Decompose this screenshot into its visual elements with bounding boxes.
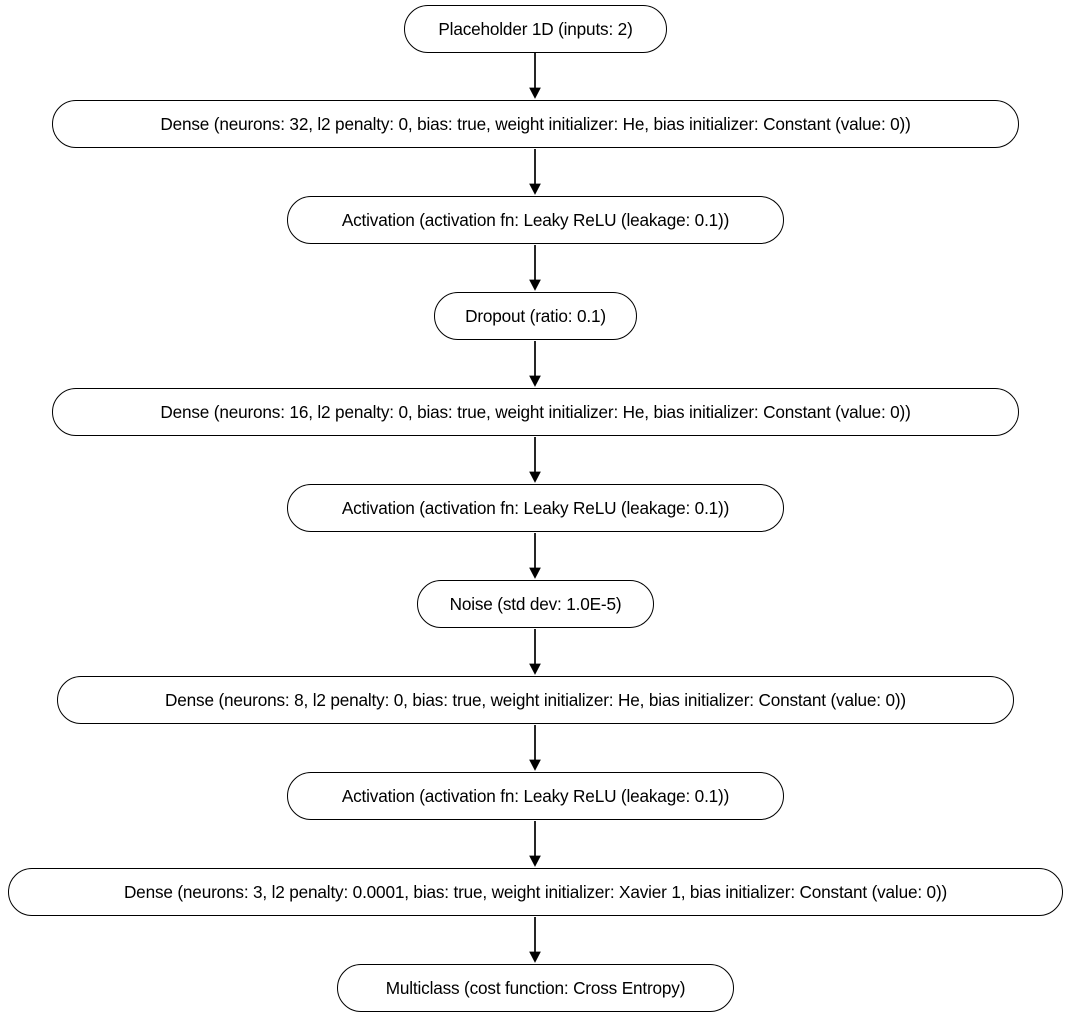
node-label-activation-2: Activation (activation fn: Leaky ReLU (l… xyxy=(341,498,730,518)
node-label-dense-3: Dense (neurons: 3, l2 penalty: 0.0001, b… xyxy=(123,882,948,902)
node-activation-3[interactable]: Activation (activation fn: Leaky ReLU (l… xyxy=(287,772,784,820)
edge-dense-16-to-activation-2 xyxy=(529,437,541,483)
edge-activation-2-to-noise xyxy=(529,533,541,579)
edge-activation-1-to-dropout xyxy=(529,245,541,291)
node-label-placeholder: Placeholder 1D (inputs: 2) xyxy=(438,19,633,39)
edge-placeholder-to-dense-32 xyxy=(529,53,541,99)
node-label-dropout: Dropout (ratio: 0.1) xyxy=(465,306,606,326)
node-label-dense-8: Dense (neurons: 8, l2 penalty: 0, bias: … xyxy=(165,690,906,710)
node-label-dense-16: Dense (neurons: 16, l2 penalty: 0, bias:… xyxy=(160,402,911,422)
arrowhead-icon xyxy=(529,951,541,963)
arrowhead-icon xyxy=(529,183,541,195)
edge-activation-3-to-dense-3 xyxy=(529,821,541,867)
arrowhead-icon xyxy=(529,567,541,579)
node-dense-16[interactable]: Dense (neurons: 16, l2 penalty: 0, bias:… xyxy=(52,388,1019,436)
node-label-activation-1: Activation (activation fn: Leaky ReLU (l… xyxy=(341,210,730,230)
node-activation-1[interactable]: Activation (activation fn: Leaky ReLU (l… xyxy=(287,196,784,244)
node-label-noise: Noise (std dev: 1.0E-5) xyxy=(449,594,622,614)
edge-dense-32-to-activation-1 xyxy=(529,149,541,195)
arrowhead-icon xyxy=(529,87,541,99)
edge-noise-to-dense-8 xyxy=(529,629,541,675)
node-dense-8[interactable]: Dense (neurons: 8, l2 penalty: 0, bias: … xyxy=(57,676,1014,724)
node-label-activation-3: Activation (activation fn: Leaky ReLU (l… xyxy=(341,786,730,806)
node-placeholder[interactable]: Placeholder 1D (inputs: 2) xyxy=(404,5,667,53)
arrowhead-icon xyxy=(529,759,541,771)
arrowhead-icon xyxy=(529,855,541,867)
node-noise[interactable]: Noise (std dev: 1.0E-5) xyxy=(417,580,654,628)
node-dropout[interactable]: Dropout (ratio: 0.1) xyxy=(434,292,637,340)
edge-dense-8-to-activation-3 xyxy=(529,725,541,771)
node-label-dense-32: Dense (neurons: 32, l2 penalty: 0, bias:… xyxy=(160,114,911,134)
arrowhead-icon xyxy=(529,471,541,483)
node-dense-3[interactable]: Dense (neurons: 3, l2 penalty: 0.0001, b… xyxy=(8,868,1063,916)
edge-dropout-to-dense-16 xyxy=(529,341,541,387)
node-activation-2[interactable]: Activation (activation fn: Leaky ReLU (l… xyxy=(287,484,784,532)
arrowhead-icon xyxy=(529,279,541,291)
node-multiclass[interactable]: Multiclass (cost function: Cross Entropy… xyxy=(337,964,734,1012)
node-dense-32[interactable]: Dense (neurons: 32, l2 penalty: 0, bias:… xyxy=(52,100,1019,148)
edge-dense-3-to-multiclass xyxy=(529,917,541,963)
arrowhead-icon xyxy=(529,663,541,675)
arrowhead-icon xyxy=(529,375,541,387)
node-label-multiclass: Multiclass (cost function: Cross Entropy… xyxy=(385,978,686,998)
